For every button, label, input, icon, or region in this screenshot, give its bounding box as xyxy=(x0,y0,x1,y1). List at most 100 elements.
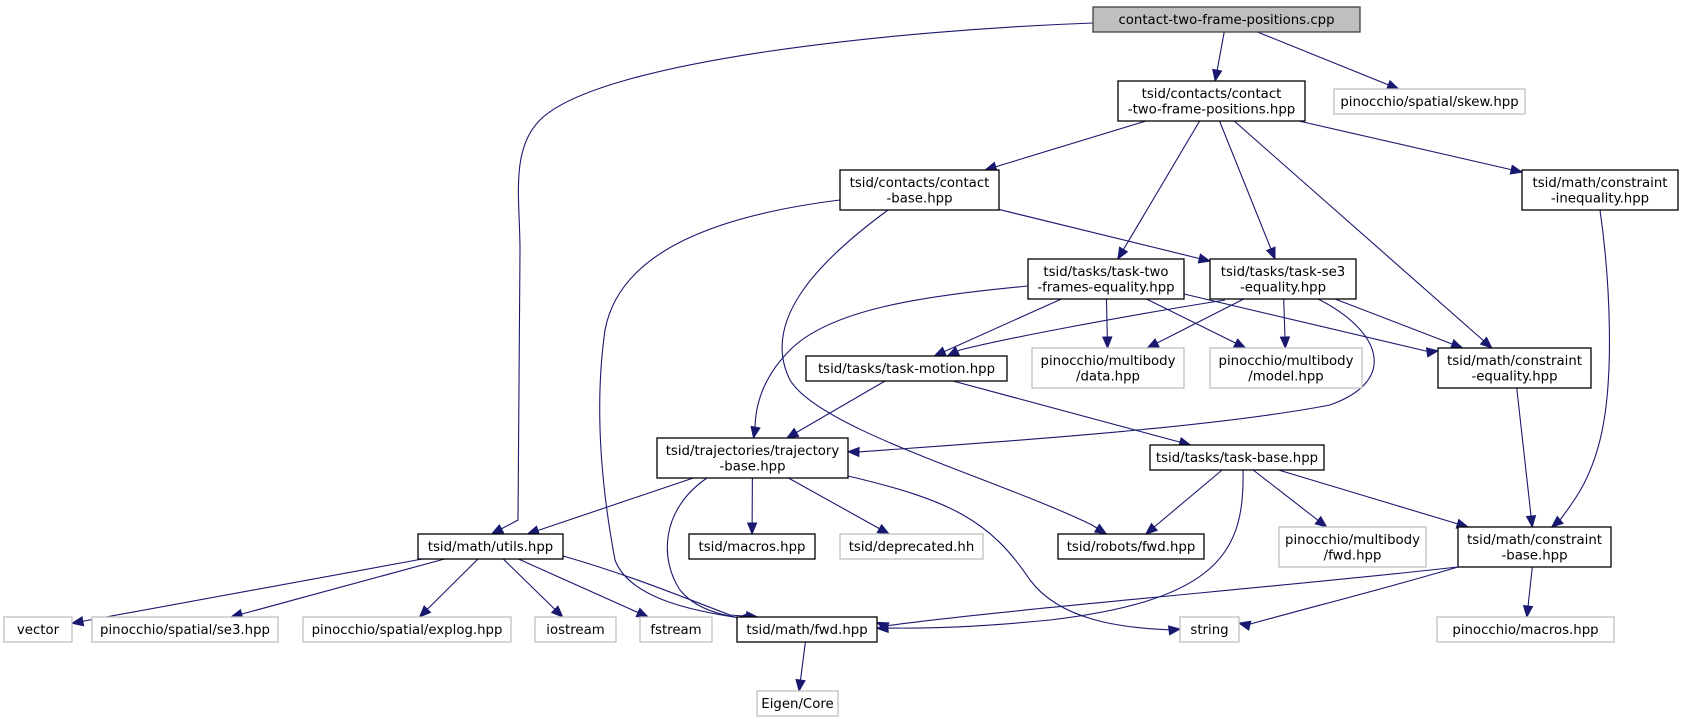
edge-line xyxy=(527,477,694,535)
node-box xyxy=(839,533,984,560)
node-box xyxy=(1333,88,1526,115)
node-box xyxy=(1149,444,1325,471)
edge-utils-to-fstream xyxy=(518,558,650,618)
node-mb_model: pinocchio/multibody/model.hpp xyxy=(1209,347,1363,389)
edge-line xyxy=(952,380,1191,446)
node-box xyxy=(3,616,73,643)
node-label: pinocchio/multibody xyxy=(1219,354,1354,369)
node-box xyxy=(1278,526,1427,568)
node-box xyxy=(302,616,512,643)
node-box xyxy=(534,616,617,643)
arrowhead-icon xyxy=(846,446,860,458)
node-task_se3[interactable]: tsid/tasks/task-se3-equality.hpp xyxy=(1209,258,1357,300)
edge-line xyxy=(1551,209,1611,528)
node-label: -base.hpp xyxy=(719,459,785,474)
node-contact_base[interactable]: tsid/contacts/contact-base.hpp xyxy=(839,169,1000,211)
node-root[interactable]: contact-two-frame-positions.cpp xyxy=(1092,6,1361,33)
node-label: tsid/math/fwd.hpp xyxy=(746,623,867,638)
edges-layer xyxy=(70,22,1611,693)
node-label: tsid/math/utils.hpp xyxy=(428,540,553,555)
arrowhead-icon xyxy=(933,346,948,357)
node-cineq[interactable]: tsid/math/constraint-inequality.hpp xyxy=(1521,169,1679,211)
edge-cbase-to-pin_macros xyxy=(1522,566,1534,619)
node-ctfp_hpp[interactable]: tsid/contacts/contact-two-frame-position… xyxy=(1117,80,1306,122)
edge-line xyxy=(1278,469,1469,528)
node-label: -inequality.hpp xyxy=(1551,191,1649,206)
edge-line xyxy=(1145,469,1223,535)
edge-contact_base-to-robots_fwd xyxy=(781,209,1108,535)
node-math_fwd[interactable]: tsid/math/fwd.hpp xyxy=(736,616,878,643)
node-mb_data: pinocchio/multibody/data.hpp xyxy=(1031,347,1185,389)
edge-cbase-to-string xyxy=(1237,566,1459,631)
edge-line xyxy=(1183,293,1439,353)
node-label: Eigen/Core xyxy=(761,697,833,712)
edge-line xyxy=(491,22,1094,535)
node-cbase[interactable]: tsid/math/constraint-base.hpp xyxy=(1457,526,1612,568)
node-box xyxy=(1209,258,1357,300)
arrowhead-icon xyxy=(1314,515,1328,528)
edge-math_fwd-to-eigen xyxy=(795,641,806,693)
node-label: /model.hpp xyxy=(1248,369,1323,384)
node-task_motion[interactable]: tsid/tasks/task-motion.hpp xyxy=(805,355,1008,382)
node-box xyxy=(656,437,849,479)
node-label: tsid/robots/fwd.hpp xyxy=(1067,540,1196,555)
edge-line xyxy=(71,558,423,624)
node-mb_fwd: pinocchio/multibody/fwd.hpp xyxy=(1278,526,1427,568)
node-label: tsid/tasks/task-two xyxy=(1043,265,1168,280)
node-box xyxy=(1092,6,1361,33)
edge-root-to-ctfp_hpp xyxy=(1212,31,1225,83)
node-robots_fwd[interactable]: tsid/robots/fwd.hpp xyxy=(1057,533,1205,560)
edge-task_two-to-mb_data xyxy=(1102,298,1113,350)
node-ceq[interactable]: tsid/math/constraint-equality.hpp xyxy=(1437,347,1592,389)
arrowhead-icon xyxy=(1237,620,1252,631)
edge-line xyxy=(1257,31,1399,90)
node-utils[interactable]: tsid/math/utils.hpp xyxy=(417,533,564,560)
arrowhead-icon xyxy=(1232,338,1247,349)
edge-ctfp_hpp-to-task_two xyxy=(1117,120,1201,261)
edge-line xyxy=(984,120,1147,171)
arrowhead-icon xyxy=(1212,68,1223,83)
node-traj_base[interactable]: tsid/trajectories/trajectory-base.hpp xyxy=(656,437,849,479)
node-box xyxy=(1179,616,1240,643)
arrowhead-icon xyxy=(946,346,961,357)
arrowhead-icon xyxy=(635,607,650,618)
arrowhead-icon xyxy=(1093,523,1108,535)
node-box xyxy=(736,616,878,643)
node-box xyxy=(1437,347,1592,389)
edge-traj_base-to-utils xyxy=(526,477,694,536)
node-label: -base.hpp xyxy=(1501,548,1567,563)
arrowhead-icon xyxy=(1509,164,1524,175)
node-macros[interactable]: tsid/macros.hpp xyxy=(688,533,816,560)
arrowhead-icon xyxy=(750,425,761,440)
edge-utils-to-iostream xyxy=(502,558,564,618)
edge-task_base-to-robots_fwd xyxy=(1144,469,1223,535)
edge-traj_base-to-string xyxy=(847,475,1182,636)
node-label: pinocchio/multibody xyxy=(1041,354,1176,369)
arrowhead-icon xyxy=(1385,79,1400,90)
node-label: pinocchio/multibody xyxy=(1285,533,1420,548)
node-label: tsid/math/constraint xyxy=(1447,354,1582,369)
edge-line xyxy=(1219,120,1276,260)
node-box xyxy=(1027,258,1185,300)
node-label: tsid/math/constraint xyxy=(1533,176,1668,191)
node-box xyxy=(1436,616,1615,643)
arrowhead-icon xyxy=(795,678,806,693)
edge-task_se3-to-traj_base xyxy=(846,298,1375,458)
arrowhead-icon xyxy=(1279,336,1291,350)
arrowhead-icon xyxy=(1449,338,1464,349)
edge-line xyxy=(876,566,1459,627)
edge-traj_base-to-deprecated xyxy=(788,477,891,535)
arrowhead-icon xyxy=(1167,625,1182,636)
node-label: vector xyxy=(17,623,60,638)
edge-utils-to-math_fwd xyxy=(562,555,759,622)
node-label: contact-two-frame-positions.cpp xyxy=(1118,13,1334,28)
node-box xyxy=(756,690,839,717)
edge-line xyxy=(518,558,649,618)
arrowhead-icon xyxy=(876,523,891,535)
node-task_two[interactable]: tsid/tasks/task-two-frames-equality.hpp xyxy=(1027,258,1185,300)
node-label: tsid/contacts/contact xyxy=(850,176,990,191)
edge-line xyxy=(847,475,1181,631)
arrowhead-icon xyxy=(785,427,800,439)
edge-ceq-to-cbase xyxy=(1516,387,1537,529)
node-task_base[interactable]: tsid/tasks/task-base.hpp xyxy=(1149,444,1325,471)
